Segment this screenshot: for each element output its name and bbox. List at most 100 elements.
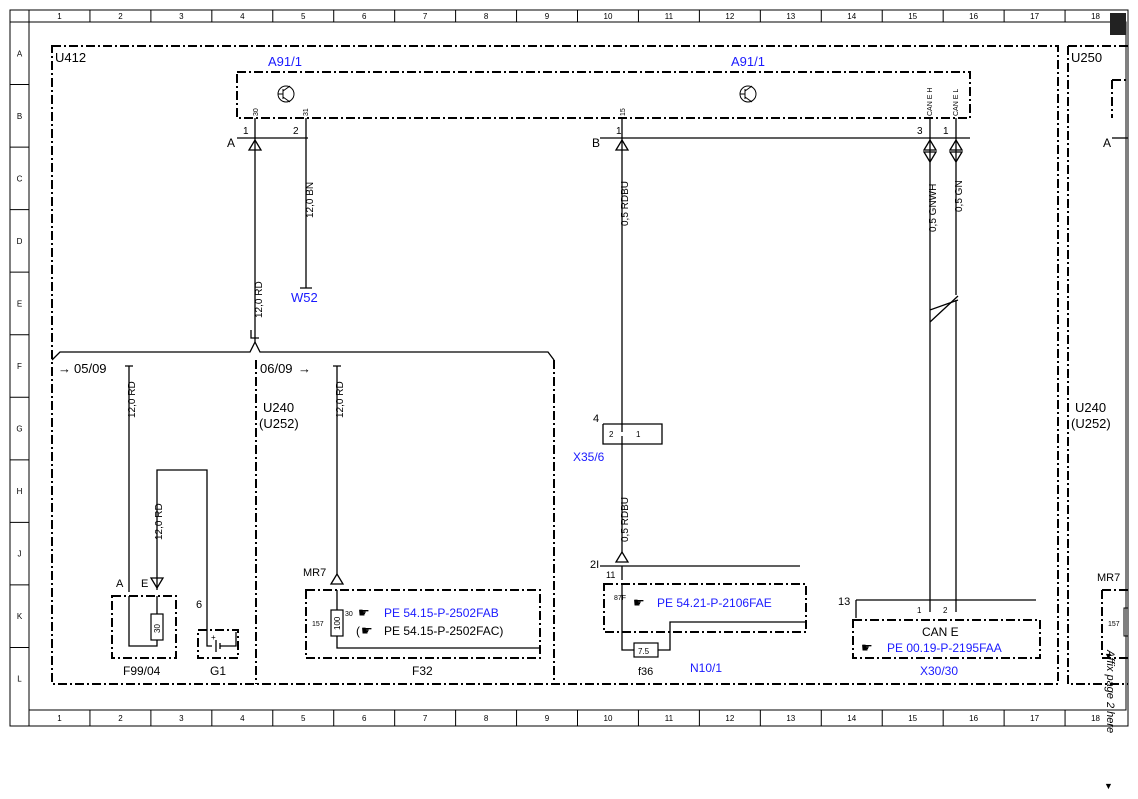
f36-fuse-rating: 7.5 — [638, 647, 650, 656]
f99-pin-e: E — [141, 578, 148, 590]
grid-column-label: 1 — [57, 12, 62, 21]
grid-column-label: 18 — [1091, 12, 1100, 21]
grid-row-label: B — [17, 112, 22, 121]
n10-fuse-wiring — [621, 584, 806, 651]
component-n10-label[interactable]: N10/1 — [690, 661, 722, 675]
pin-number-1-b: 1 — [616, 126, 622, 137]
connector-b-label: B — [592, 136, 600, 150]
grid-row-label: G — [16, 425, 22, 434]
wire-label-05-rdbu-lower: 0,5 RDBU — [620, 497, 631, 542]
grid-column-label: 15 — [908, 714, 917, 723]
x35-pin-2: 2 — [609, 430, 614, 439]
ref-0509-label[interactable]: 05/09 — [74, 361, 107, 376]
n10-connector-bar — [600, 565, 800, 580]
component-f32-label: F32 — [412, 664, 433, 678]
f32-box — [305, 589, 541, 659]
grid-column-label: 5 — [301, 714, 306, 723]
grid-column-label: 18 — [1091, 714, 1100, 723]
grid-row-label: D — [17, 237, 23, 246]
wire-label-12-rd-f32: 12,0 RD — [335, 381, 346, 418]
pin-number-3: 3 — [917, 126, 923, 137]
a91-control-unit-box — [236, 71, 971, 119]
x30-pin-1: 1 — [917, 606, 922, 615]
component-a91-label-left[interactable]: A91/1 — [268, 54, 302, 69]
grid-column-label: 9 — [545, 12, 550, 21]
f32-fuse-rating: 100 — [333, 616, 342, 630]
component-f99-label: F99/04 — [123, 664, 161, 678]
mr7-right-pin-157: 157 — [1108, 621, 1120, 628]
grid-column-label: 14 — [847, 12, 856, 21]
grid-column-label: 11 — [665, 714, 674, 723]
pin-can-l-label: CAN E L — [953, 89, 960, 116]
wire-label-05-gnwh: 0,5 GNWH — [928, 184, 939, 232]
f99-box — [111, 595, 177, 659]
wire-05-gn — [929, 138, 959, 612]
area-u250-boundary — [1067, 45, 1128, 685]
x30-can-e-label: CAN E — [922, 625, 959, 639]
wire-label-12-rd: 12,0 RD — [254, 281, 265, 318]
pin-number-2: 2 — [293, 126, 299, 137]
grid-column-label: 6 — [362, 12, 367, 21]
pin-15-label: 15 — [620, 108, 627, 116]
pin-can-h-label: CAN E H — [927, 88, 934, 116]
x35-pin-1: 1 — [636, 430, 641, 439]
wire-label-12-rd-f99-fuse: 12,0 RD — [154, 503, 165, 540]
drawing-inner-frame — [28, 21, 1127, 711]
g1-battery-symbol — [206, 598, 237, 652]
pe-reference-54-15-fab[interactable]: PE 54.15-P-2502FAB — [384, 606, 499, 620]
pe-ref-icon-3: ☛ — [633, 595, 645, 610]
grid-column-label: 2 — [118, 12, 123, 21]
area-u252-label-left: (U252) — [259, 416, 299, 431]
grid-column-label: 7 — [423, 714, 428, 723]
grid-column-label: 10 — [604, 714, 613, 723]
pe-reference-54-21-fae[interactable]: PE 54.21-P-2106FAE — [657, 596, 772, 610]
connector-a-label: A — [227, 136, 235, 150]
pin-stubs — [254, 118, 957, 138]
wire-05-gnwh — [929, 138, 959, 612]
grid-column-label: 16 — [969, 12, 978, 21]
component-f36-label: f36 — [638, 666, 653, 678]
f99-fuse-rating: 30 — [153, 624, 162, 633]
x35-connector-body — [602, 423, 663, 445]
wire-12-bn-ground — [300, 138, 312, 289]
grid-column-label: 5 — [301, 12, 306, 21]
g1-plus: + — [211, 633, 216, 642]
component-w52-label[interactable]: W52 — [291, 290, 318, 305]
f32-internal-wires — [336, 590, 540, 649]
f99-pin-a: A — [116, 578, 124, 590]
grid-column-label: 13 — [786, 12, 795, 21]
n10-pin-11: 11 — [606, 570, 615, 580]
area-u412-boundary — [51, 45, 1059, 685]
grid-column-label: 3 — [179, 714, 184, 723]
area-u240-label-left: U240 — [263, 400, 294, 415]
component-x35-label[interactable]: X35/6 — [573, 450, 605, 464]
grid-column-label: 15 — [908, 12, 917, 21]
grid-column-label: 4 — [240, 714, 245, 723]
grid-column-label: 11 — [665, 12, 674, 21]
grid-column-label: 3 — [179, 12, 184, 21]
ref-terminal-symbols — [125, 365, 341, 372]
component-a91-label-right[interactable]: A91/1 — [731, 54, 765, 69]
x35-pin-4: 4 — [593, 413, 599, 425]
f32-mr7-label: MR7 — [303, 567, 326, 579]
area-u412-label: U412 — [55, 50, 86, 65]
mr7-right-label: MR7 — [1097, 572, 1120, 584]
pin-number-1: 1 — [243, 126, 249, 137]
n10-connector — [614, 550, 630, 563]
wire-label-12-bn: 12,0 BN — [305, 182, 316, 218]
grid-row-label: C — [17, 174, 23, 183]
pe-ref-icon-2: ☛ — [361, 623, 373, 638]
f32-connector — [329, 572, 345, 585]
pin-31-label: 31 — [303, 108, 310, 116]
grid-row-label: L — [17, 675, 22, 684]
grid-column-label: 16 — [969, 714, 978, 723]
component-x30-label[interactable]: X30/30 — [920, 664, 958, 678]
grid-row-label: H — [17, 487, 23, 496]
wire-label-05-gn: 0,5 GN — [954, 180, 965, 212]
area-u240-label-right: U240 — [1075, 400, 1106, 415]
pe-reference-00-19-faa[interactable]: PE 00.19-P-2195FAA — [887, 641, 1002, 655]
ref-0609-label[interactable]: 06/09 — [260, 361, 293, 376]
